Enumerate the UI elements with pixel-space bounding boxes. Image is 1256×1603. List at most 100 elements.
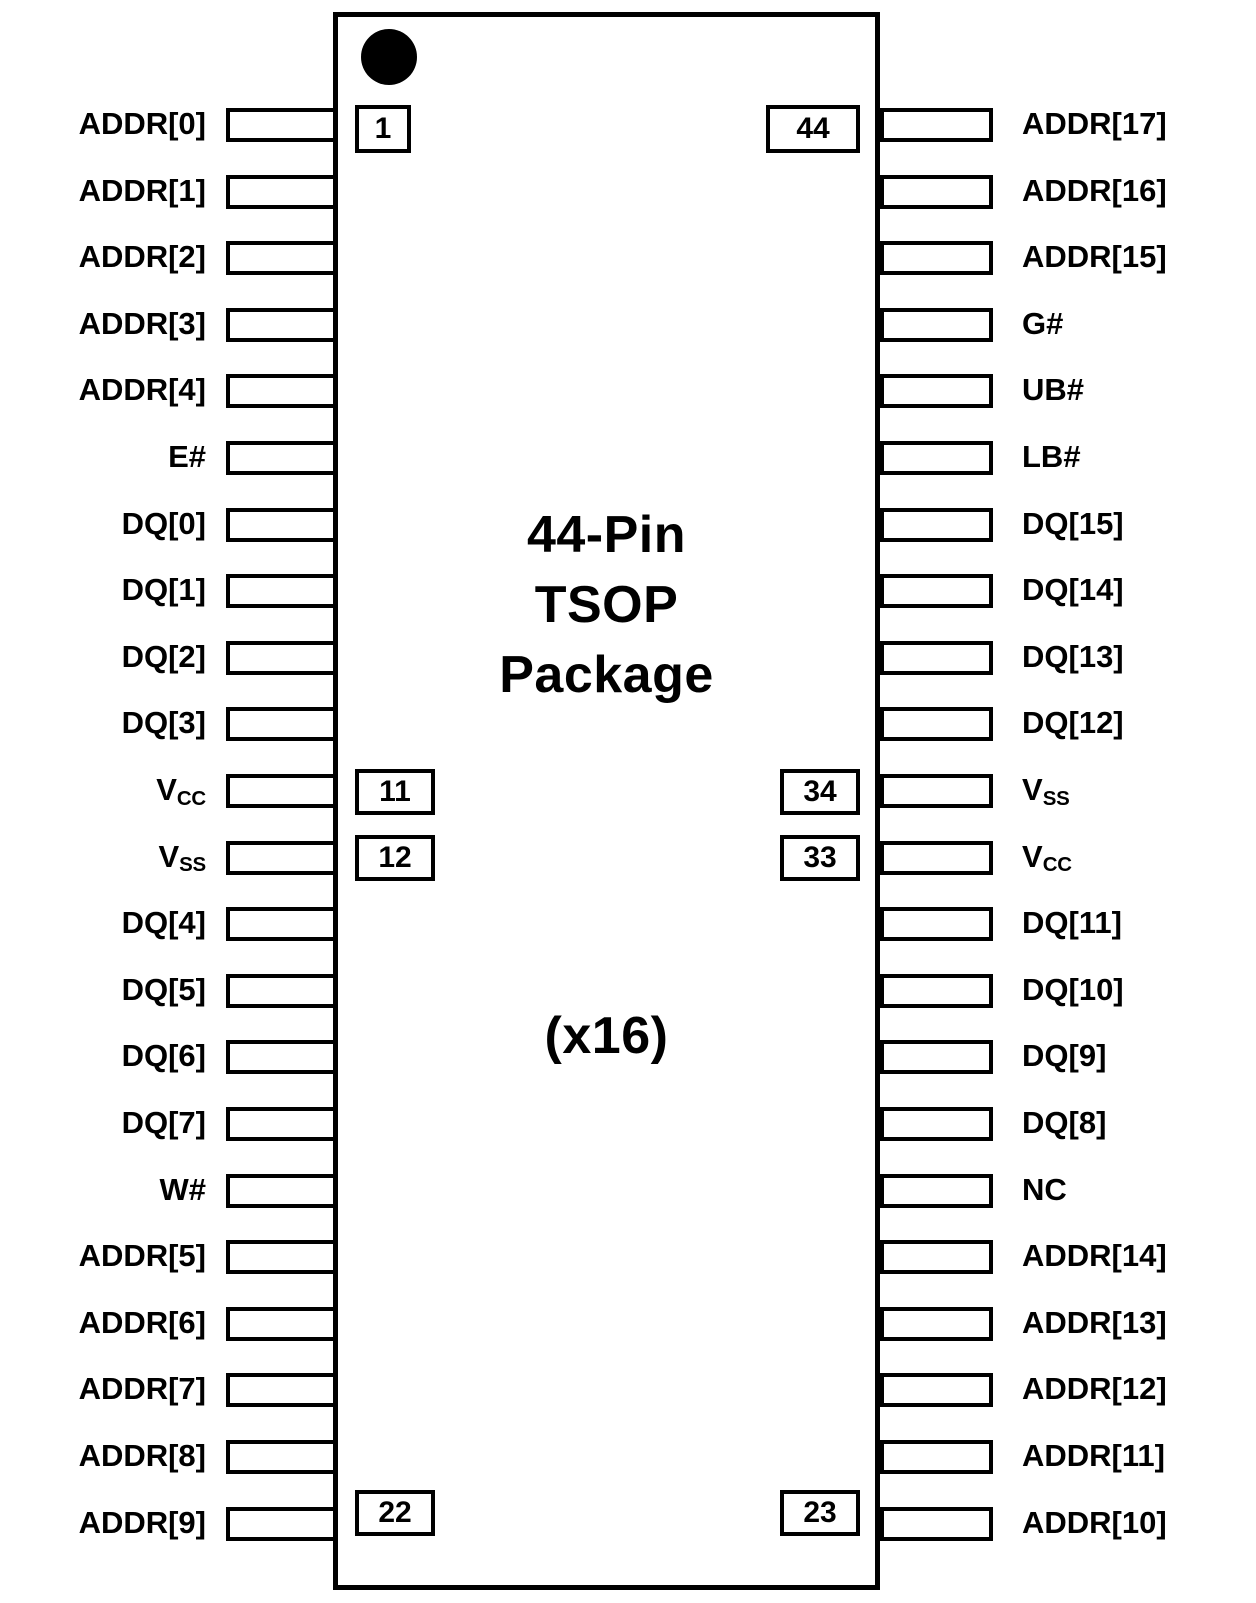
pin-number-box-11: 11 [355,769,435,815]
pin-label-13: DQ[4] [121,905,206,941]
pin-lead-11 [226,774,339,808]
pin1-indicator-dot [361,29,417,85]
pin-label-11: VCC [156,772,206,810]
package-title-line-2: TSOP [534,576,679,634]
pin-lead-27 [880,1240,993,1275]
pin-lead-1 [226,108,339,142]
pin-label-37: DQ[14] [1022,572,1124,608]
pin-label-27: ADDR[14] [1022,1238,1167,1274]
pin-label-12: VSS [158,838,206,877]
pin-label-42: ADDR[15] [1022,239,1167,275]
pin-lead-14 [226,973,339,1008]
pin-lead-4 [226,307,339,342]
pin-label-25: ADDR[12] [1022,1371,1167,1407]
pin-lead-41 [880,307,993,342]
pin-lead-34 [880,774,993,808]
pin-label-10: DQ[3] [121,705,206,741]
pin-lead-29 [880,1107,993,1141]
pin-lead-33 [880,840,993,875]
pin-lead-6 [226,441,339,475]
pin-lead-15 [226,1040,339,1075]
pin-lead-21 [226,1440,339,1474]
pin-label-5: ADDR[4] [78,372,206,408]
pin-label-15: DQ[6] [121,1038,206,1074]
pin-label-33: VCC [1022,838,1072,877]
pin-label-14: DQ[5] [121,971,206,1007]
pin-lead-7 [226,507,339,542]
pin-label-16: DQ[7] [121,1105,206,1140]
pin-label-7: DQ[0] [121,505,206,541]
pin-lead-35 [880,707,993,742]
pin-lead-5 [226,374,339,409]
pin-label-26: ADDR[13] [1022,1304,1167,1340]
pin-lead-23 [880,1506,993,1541]
pin-label-31: DQ[10] [1022,971,1124,1007]
pin-lead-17 [226,1173,339,1208]
pin-label-6: E# [168,439,206,474]
pin-lead-44 [880,108,993,142]
pin-label-17: W# [159,1171,207,1207]
pin-label-22: ADDR[9] [78,1504,206,1540]
pin-label-21: ADDR[8] [78,1438,206,1473]
pin-number-box-33: 33 [780,835,860,881]
pin-label-38: DQ[15] [1022,505,1124,541]
pin-label-29: DQ[8] [1022,1105,1107,1140]
pin-lead-19 [226,1306,339,1341]
pin-number-box-1: 1 [355,105,411,153]
pin-label-8: DQ[1] [121,572,206,608]
pin-lead-13 [226,907,339,942]
pin-lead-10 [226,707,339,742]
pin-lead-38 [880,507,993,542]
pin-number-box-12: 12 [355,835,435,881]
pin-label-36: DQ[13] [1022,638,1124,674]
pin-label-2: ADDR[1] [78,172,206,208]
pin-label-40: UB# [1022,372,1085,408]
pin-number-box-44: 44 [766,105,860,153]
pin-lead-36 [880,640,993,675]
package-title-line-3: Package [499,646,714,704]
pin-label-1: ADDR[0] [78,106,206,141]
pin-lead-25 [880,1373,993,1408]
pin-label-4: ADDR[3] [78,305,206,341]
pin-lead-20 [226,1373,339,1408]
pin-lead-30 [880,1040,993,1075]
pin-lead-28 [880,1173,993,1208]
pin-lead-9 [226,640,339,675]
pin-label-34: VSS [1022,772,1070,810]
pin-label-35: DQ[12] [1022,705,1124,741]
pin-lead-40 [880,374,993,409]
pin-label-43: ADDR[16] [1022,172,1167,208]
pin-lead-24 [880,1440,993,1474]
pin-label-9: DQ[2] [121,638,206,674]
pin-lead-42 [880,241,993,276]
pin-lead-16 [226,1107,339,1141]
pin-label-23: ADDR[10] [1022,1504,1167,1540]
pin-number-box-22: 22 [355,1490,435,1536]
pin-lead-32 [880,907,993,942]
pin-lead-31 [880,973,993,1008]
pin-label-28: NC [1022,1171,1067,1207]
pin-label-39: LB# [1022,439,1081,474]
pin-label-32: DQ[11] [1022,905,1122,941]
pin-label-20: ADDR[7] [78,1371,206,1407]
pin-lead-12 [226,840,339,875]
data-width-label: (x16) [544,1007,669,1065]
pin-lead-18 [226,1240,339,1275]
package-title: 44-Pin TSOP Package [333,500,880,710]
pin-lead-22 [226,1506,339,1541]
pin-lead-43 [880,174,993,209]
pin-lead-26 [880,1306,993,1341]
pin-lead-37 [880,574,993,609]
pin-label-30: DQ[9] [1022,1038,1107,1074]
pin-label-24: ADDR[11] [1022,1438,1165,1473]
pin-label-18: ADDR[5] [78,1238,206,1274]
pin-label-19: ADDR[6] [78,1304,206,1340]
pin-label-41: G# [1022,305,1064,341]
pin-label-44: ADDR[17] [1022,106,1167,141]
pin-lead-3 [226,241,339,276]
pin-lead-2 [226,174,339,209]
pin-number-box-34: 34 [780,769,860,815]
package-title-line-1: 44-Pin [526,506,687,564]
pin-number-box-23: 23 [780,1490,860,1536]
